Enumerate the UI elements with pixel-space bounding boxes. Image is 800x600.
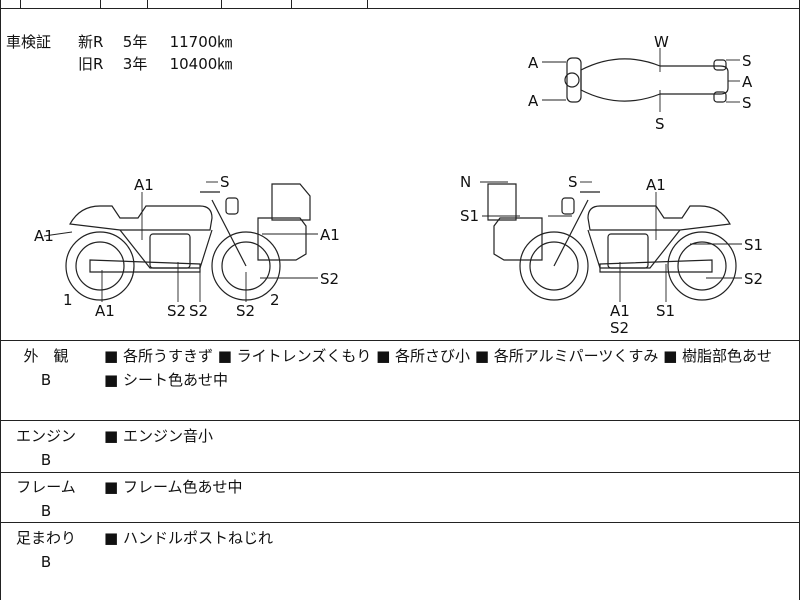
diagram-label: A <box>742 73 753 91</box>
leader-line <box>43 231 73 237</box>
diagram-label: S <box>568 173 578 191</box>
front-fork <box>553 199 589 267</box>
diagram-label: S2 <box>167 302 186 320</box>
diagram-label: A1 <box>646 176 666 194</box>
rear-wheel-rim <box>75 241 125 291</box>
windshield-bag <box>493 217 543 261</box>
tank-and-seat <box>587 205 731 231</box>
divider <box>0 340 800 341</box>
diagram-label: S <box>742 94 752 112</box>
damage-diagram: W A A S A S S <box>0 20 800 340</box>
diagram-label: A <box>528 54 539 72</box>
diagram-label: S <box>655 115 665 133</box>
inspection-row-new: 新R 5年 11700㎞ <box>78 31 232 53</box>
windscreen <box>271 183 311 221</box>
diagram-label: A1 <box>610 302 630 320</box>
motorcycle-top-view: W A A S A S S <box>528 33 753 133</box>
diagram-label: N <box>460 173 471 191</box>
section-exterior: 外 観 B ■ 各所うすきず ■ ライトレンズくもり ■ 各所さび小 ■ 各所ア… <box>0 344 800 416</box>
diagram-label: W <box>654 33 669 51</box>
frame-border-left <box>0 0 1 600</box>
section-engine: エンジン B ■ エンジン音小 <box>0 424 800 470</box>
diagram-label: S <box>220 173 230 191</box>
inspection-mileage: 11700㎞ <box>169 33 233 51</box>
motorcycle-diagram-svg: W A A S A S S <box>34 33 763 337</box>
section-notes: ■ エンジン音小 <box>104 427 213 445</box>
inspection-row-old: 旧R 3年 10400㎞ <box>78 53 232 75</box>
header-cell <box>367 0 800 8</box>
diagram-label: A1 <box>95 302 115 320</box>
inspection-mileage: 10400㎞ <box>169 55 233 73</box>
rear-wheel-rim <box>677 241 727 291</box>
diagram-label: 2 <box>270 291 280 309</box>
diagram-label: A <box>528 92 539 110</box>
front-wheel <box>519 231 589 301</box>
section-grade: B <box>40 371 52 389</box>
exhaust <box>89 259 201 273</box>
section-grade: B <box>40 451 52 469</box>
engine <box>149 233 191 269</box>
top-view-headlight <box>564 72 580 88</box>
diagram-label: A1 <box>34 227 54 245</box>
divider <box>0 420 800 421</box>
top-view-rear-light <box>713 59 727 71</box>
diagram-label: S1 <box>460 207 479 225</box>
section-title: 外 観 <box>23 347 69 365</box>
windshield-bag <box>257 217 307 261</box>
diagram-label: S2 <box>744 270 763 288</box>
front-fork <box>211 199 247 267</box>
inspection-kind: 新R <box>78 33 104 51</box>
inspection-kind: 旧R <box>78 55 104 73</box>
diagram-label: S2 <box>236 302 255 320</box>
section-notes: ■ ハンドルポストねじれ <box>104 529 273 547</box>
diagram-label: S2 <box>610 319 629 337</box>
diagram-label: A1 <box>320 226 340 244</box>
front-wheel-rim <box>529 241 579 291</box>
section-grade: B <box>40 553 52 571</box>
inspection-years: 5年 <box>122 33 148 51</box>
diagram-label: S1 <box>656 302 675 320</box>
header-cell <box>221 0 292 8</box>
divider <box>0 522 800 523</box>
section-notes: ■ 各所うすきず ■ ライトレンズくもり ■ 各所さび小 ■ 各所アルミパーツく… <box>104 347 773 389</box>
header-cell <box>20 0 101 8</box>
diagram-label: 1 <box>63 291 73 309</box>
diagram-label: S1 <box>744 236 763 254</box>
section-title: 足まわり <box>15 529 76 547</box>
section-frame: フレーム B ■ フレーム色あせ中 <box>0 475 800 521</box>
engine <box>607 233 649 269</box>
header-cell <box>291 0 368 8</box>
header-table-fragment <box>0 0 800 8</box>
section-notes: ■ フレーム色あせ中 <box>104 478 243 496</box>
headlight <box>561 197 575 215</box>
section-grade: B <box>40 502 52 520</box>
divider <box>0 472 800 473</box>
inspection-years: 3年 <box>122 55 148 73</box>
rear-wheel <box>667 231 737 301</box>
inspection-label: 車検証 <box>6 33 52 51</box>
motorcycle-right-view: N S A1 S1 S1 S2 A1 S2 S1 <box>460 173 763 337</box>
headlight <box>225 197 239 215</box>
header-cell <box>147 0 222 8</box>
motorcycle-left-view: A1 S A1 A1 S2 1 A1 S2 S2 2 S2 <box>34 173 340 320</box>
diagram-label: A1 <box>134 176 154 194</box>
divider <box>0 8 800 9</box>
section-title: エンジン <box>15 427 76 445</box>
section-title: フレーム <box>16 478 76 496</box>
rear-wheel <box>65 231 135 301</box>
top-view-rear-light <box>713 91 727 103</box>
windscreen <box>487 183 517 221</box>
tank-and-seat <box>69 205 213 231</box>
header-cell <box>100 0 148 8</box>
section-suspension: 足まわり B ■ ハンドルポストねじれ <box>0 526 800 596</box>
top-view-body <box>580 58 729 102</box>
diagram-label: S2 <box>320 270 339 288</box>
diagram-label: S <box>742 52 752 70</box>
diagram-label: S2 <box>189 302 208 320</box>
exhaust <box>599 259 713 273</box>
